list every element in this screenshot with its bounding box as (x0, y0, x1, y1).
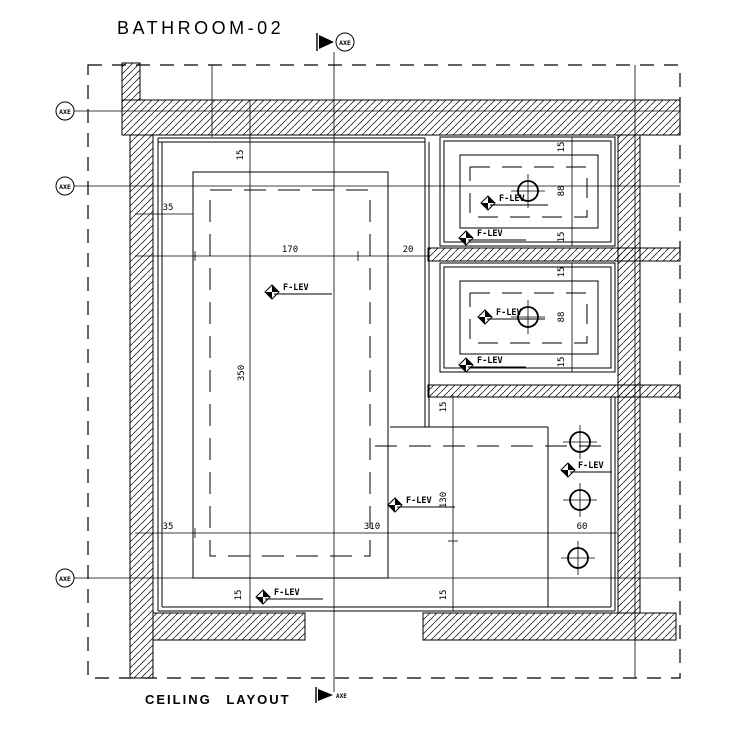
axis-bubble: AXE (55, 176, 75, 196)
dimension-label: 130 (439, 492, 449, 508)
axis-bubble: AXE (55, 568, 75, 588)
dimension-label: 310 (364, 522, 380, 532)
light-box-2 (439, 262, 616, 373)
dimension-label: 350 (237, 365, 247, 381)
dimension-label: 15 (557, 232, 567, 243)
level-marker-icon: F-LEV (560, 461, 612, 478)
dimension-label: 35 (163, 522, 174, 532)
inner-cove-rect (192, 171, 389, 579)
dimension-line-box1 (568, 136, 576, 247)
light-box-1 (439, 136, 616, 247)
level-label: F-LEV (283, 283, 309, 293)
dimension-label: 60 (577, 522, 588, 532)
axis-bubble-label: AXE (339, 39, 351, 47)
axis-bubble: AXE (55, 101, 75, 121)
dimension-label: 15 (557, 357, 567, 368)
dimension-label: 15 (439, 402, 449, 413)
dimension-line-box2 (568, 262, 576, 373)
level-marker-icon: F-LEV (255, 588, 323, 605)
dimension-label: 15 (236, 150, 246, 161)
level-label: F-LEV (406, 496, 432, 506)
downlight-icon (511, 300, 545, 334)
downlight-icon (561, 541, 595, 575)
drawing-caption: CEILING LAYOUT (145, 692, 291, 707)
level-label: F-LEV (499, 194, 525, 204)
dimension-label: 20 (403, 245, 414, 255)
level-label: F-LEV (477, 229, 503, 239)
level-label: F-LEV (496, 308, 522, 318)
outer-dashed-boundary (87, 64, 681, 679)
level-marker-icon: F-LEV (264, 283, 332, 300)
ceiling-border (157, 137, 616, 612)
drawing-title: BATHROOM-02 (117, 18, 284, 38)
axis-bubble-label: AXE (59, 183, 71, 191)
dimension-lines (135, 100, 617, 611)
dimension-label: 35 (163, 203, 174, 213)
axis-bubble-label: AXE (59, 108, 71, 116)
dimension-label: 15 (234, 590, 244, 601)
axis-bubble-label: AXE (336, 693, 347, 700)
level-label: F-LEV (578, 461, 604, 471)
level-label: F-LEV (477, 356, 503, 366)
dimension-label: 15 (557, 142, 567, 153)
wall-hatch (121, 62, 681, 679)
level-marker-icon: F-LEV (458, 356, 526, 373)
dimension-label: 15 (439, 590, 449, 601)
dimension-label: 170 (282, 245, 298, 255)
section-marker-bottom: AXE (315, 687, 347, 703)
dimension-label: 15 (557, 267, 567, 278)
downlight-icon (511, 174, 545, 208)
axis-bubble-label: AXE (59, 575, 71, 583)
section-marker-top: AXE (316, 32, 355, 52)
downlight-icon (563, 425, 597, 459)
inner-cove-dashed (209, 189, 612, 557)
downlight-icon (563, 483, 597, 517)
level-marker-icon: F-LEV (477, 308, 545, 325)
level-marker-icon: F-LEV (480, 194, 548, 211)
level-label: F-LEV (274, 588, 300, 598)
level-marker-icon: F-LEV (387, 496, 455, 513)
level-marker-icon: F-LEV (458, 229, 526, 246)
dimension-label: 88 (557, 186, 567, 197)
dimension-label: 88 (557, 312, 567, 323)
